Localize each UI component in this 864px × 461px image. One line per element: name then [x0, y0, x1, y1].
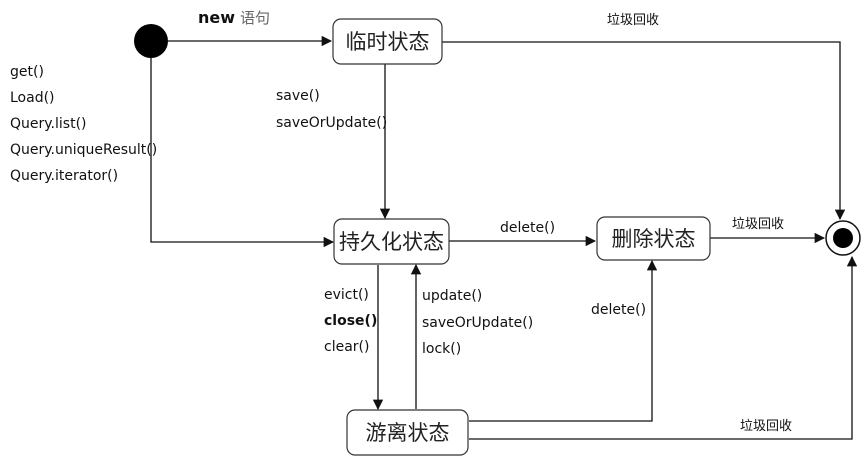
load-method: Query.list() — [10, 116, 87, 132]
state-persistent-label: 持久化状态 — [339, 230, 444, 254]
state-deleted-label: 删除状态 — [612, 227, 696, 251]
load-method: Query.iterator() — [10, 168, 118, 184]
evict-method: clear() — [324, 339, 369, 355]
load-method: Query.uniqueResult() — [10, 142, 157, 158]
state-detached-label: 游离状态 — [366, 421, 450, 445]
save-methods: save() saveOrUpdate() — [276, 88, 387, 131]
new-suffix: 语句 — [240, 9, 270, 27]
reattach-method: update() — [422, 288, 482, 304]
final-node — [825, 220, 861, 256]
state-deleted: 删除状态 — [596, 216, 711, 261]
delete-persistent-label: delete() — [500, 220, 555, 236]
load-methods: get() Load() Query.list() Query.uniqueRe… — [10, 64, 157, 184]
load-method: Load() — [10, 90, 55, 106]
gc-deleted-label: 垃圾回收 — [732, 217, 784, 232]
delete-detached-label: delete() — [591, 302, 646, 318]
state-detached: 游离状态 — [346, 409, 469, 456]
save-method: save() — [276, 88, 320, 104]
load-method: get() — [10, 64, 44, 80]
save-method: saveOrUpdate() — [276, 115, 387, 131]
state-persistent: 持久化状态 — [333, 218, 450, 265]
reattach-method: lock() — [422, 341, 461, 357]
reattach-methods: update() saveOrUpdate() lock() — [422, 288, 533, 357]
evict-method: evict() — [324, 287, 369, 303]
reattach-method: saveOrUpdate() — [422, 315, 533, 331]
new-label: new 语句 — [198, 8, 270, 27]
gc-detached-arrow — [469, 255, 858, 440]
state-transient: 临时状态 — [332, 18, 443, 65]
evict-method: close() — [324, 313, 377, 329]
delete-detached-arrow — [469, 259, 658, 422]
gc-detached-label: 垃圾回收 — [740, 419, 792, 434]
load-arrow — [150, 58, 335, 248]
state-transient-label: 临时状态 — [346, 30, 430, 54]
evict-methods: evict() close() clear() — [324, 287, 377, 355]
gc-transient-arrow — [442, 41, 846, 221]
initial-node — [134, 24, 168, 58]
new-keyword: new — [198, 8, 235, 27]
gc-transient-label: 垃圾回收 — [607, 13, 659, 28]
